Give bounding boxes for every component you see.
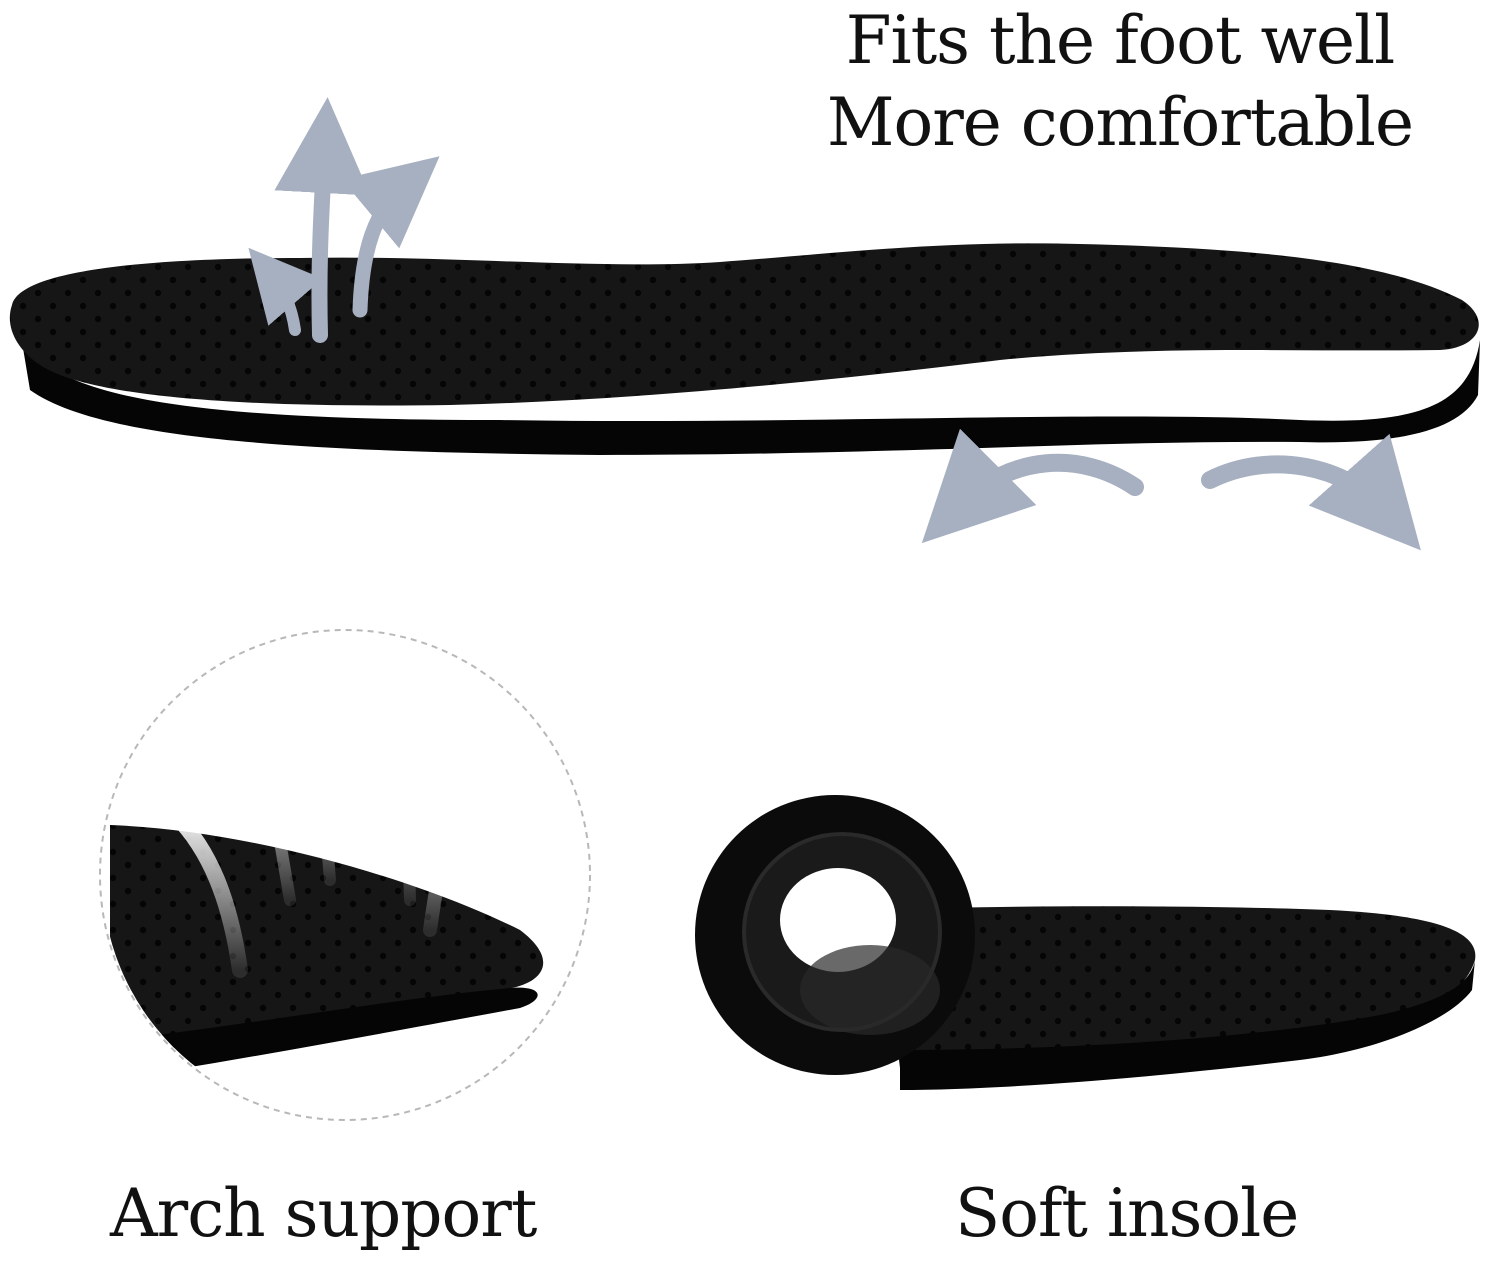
curved-up-arrow-icon bbox=[248, 247, 323, 336]
flex-arrows bbox=[921, 428, 1421, 551]
curved-up-arrow-icon bbox=[402, 734, 416, 906]
caption-arch-support: Arch support bbox=[110, 1175, 537, 1252]
air-arrows-top bbox=[248, 97, 440, 343]
curved-up-arrow-icon bbox=[262, 744, 296, 906]
headline-line-1: Fits the foot well bbox=[845, 2, 1396, 79]
curved-up-arrow-icon bbox=[423, 768, 469, 937]
main-insole bbox=[9, 243, 1480, 455]
arch-support-detail bbox=[99, 629, 591, 1121]
curved-up-arrow-icon bbox=[274, 97, 371, 343]
headline: Fits the foot well More comfortable bbox=[780, 0, 1460, 164]
headline-line-2: More comfortable bbox=[826, 84, 1414, 161]
curved-side-arrow-icon bbox=[921, 428, 1144, 544]
curved-up-arrow-icon bbox=[316, 742, 336, 886]
curved-up-arrow-icon bbox=[167, 807, 248, 978]
caption-soft-insole: Soft insole bbox=[955, 1175, 1299, 1252]
curved-side-arrow-icon bbox=[1201, 433, 1421, 551]
rolled-insole bbox=[695, 795, 1476, 1090]
curved-up-arrow-icon bbox=[341, 156, 440, 318]
